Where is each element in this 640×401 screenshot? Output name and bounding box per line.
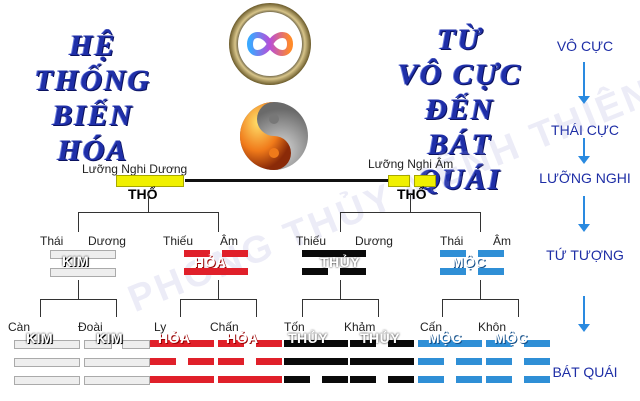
bat-quai-element-5: THỦY	[288, 330, 328, 346]
bat-quai-element-8: MỘC	[494, 330, 528, 346]
luong-nghi-am-label: Lưỡng Nghi Âm	[368, 157, 453, 171]
title-left: HỆ THỐNG BIẾN HÓA	[28, 28, 158, 168]
bat-quai-element-7: MỘC	[428, 330, 462, 346]
hexline	[486, 376, 512, 383]
hexline	[218, 358, 244, 365]
hexline	[256, 358, 282, 365]
title-left-line: THỐNG	[28, 63, 158, 98]
level-tu-tuong: TỨ TƯỢNG	[530, 247, 640, 263]
hexline	[188, 358, 214, 365]
hexline	[84, 376, 150, 385]
connector-line	[180, 299, 181, 317]
title-right-line: ĐẾN	[390, 92, 530, 127]
hexline	[84, 358, 150, 367]
hexline	[350, 376, 376, 383]
title-right-line: TỪ	[390, 22, 530, 57]
connector-line	[148, 193, 149, 213]
infinity-ring-icon	[228, 2, 312, 86]
connector-line	[480, 280, 481, 300]
connector-line	[340, 212, 480, 213]
title-left-line: BIẾN	[28, 98, 158, 133]
hexline	[14, 358, 80, 367]
hexline	[418, 376, 444, 383]
connector-line	[256, 299, 257, 317]
hexline	[456, 358, 482, 365]
connector-line	[40, 299, 116, 300]
title-left-line: HỆ	[28, 28, 158, 63]
hexline	[150, 376, 214, 383]
level-luong-nghi: LƯỠNG NGHI	[530, 170, 640, 186]
connector-line	[442, 299, 443, 317]
tu-tuong-element-4: MỘC	[452, 254, 486, 270]
level-vo-cuc: VÔ CỰC	[530, 38, 640, 54]
hexline	[524, 376, 550, 383]
hexline	[418, 358, 444, 365]
connector-line	[340, 280, 341, 300]
tu-tuong-label-1b: Dương	[88, 234, 126, 248]
hexline	[256, 340, 282, 347]
hexline	[122, 340, 150, 349]
bat-quai-element-4: HỎA	[226, 330, 259, 346]
hexline	[524, 358, 550, 365]
tu-tuong-label-2a: Thiếu	[163, 234, 193, 248]
tu-tuong-label-1a: Thái	[40, 234, 63, 248]
connector-line	[218, 212, 219, 232]
hexline	[14, 376, 80, 385]
connector-line	[410, 193, 411, 213]
connector-line	[116, 299, 117, 317]
connector-line	[78, 280, 79, 300]
hexline	[388, 376, 414, 383]
connector-line	[302, 299, 378, 300]
arrow-down-icon	[583, 196, 585, 226]
connector-line	[78, 212, 218, 213]
bat-quai-element-2: KIM	[96, 330, 123, 346]
tho-label-right: THỔ	[397, 186, 427, 202]
connector-line	[442, 299, 518, 300]
hexline	[486, 358, 512, 365]
hexline	[218, 376, 282, 383]
bat-quai-element-3: HỎA	[158, 330, 191, 346]
hexline	[322, 376, 348, 383]
connector-line	[218, 280, 219, 300]
tu-tuong-element-2: HỎA	[194, 254, 227, 270]
connector-line	[180, 299, 256, 300]
connector-line	[340, 212, 341, 232]
tu-tuong-label-2b: Âm	[220, 234, 238, 248]
connector-line	[78, 212, 79, 232]
tu-tuong-label-3b: Dương	[355, 234, 393, 248]
tu-tuong-label-4b: Âm	[493, 234, 511, 248]
hexline	[284, 358, 348, 365]
arrow-down-icon	[583, 296, 585, 326]
yin-yang-icon	[238, 100, 310, 172]
hexline	[150, 358, 176, 365]
hexline	[456, 376, 482, 383]
hexline	[284, 376, 310, 383]
title-right-line: VÔ CỰC	[390, 57, 530, 92]
connector-line	[302, 299, 303, 317]
tu-tuong-label-3a: Thiếu	[296, 234, 326, 248]
connector-line	[480, 212, 481, 232]
hexline	[50, 268, 116, 277]
tu-tuong-element-1: KIM	[62, 253, 89, 269]
arrow-down-icon	[583, 62, 585, 98]
tho-label-left: THỔ	[128, 186, 158, 202]
connector-line	[378, 299, 379, 317]
hexline	[350, 358, 414, 365]
connector-line	[185, 179, 388, 182]
connector-line	[40, 299, 41, 317]
watermark: PHONG THỦY MÊNH THIÊN	[122, 71, 640, 322]
connector-line	[518, 299, 519, 317]
bat-quai-element-1: KIM	[26, 330, 53, 346]
tu-tuong-label-4a: Thái	[440, 234, 463, 248]
luong-nghi-duong-label: Lưỡng Nghi Dương	[82, 162, 187, 176]
bat-quai-element-6: THỦY	[360, 330, 400, 346]
tu-tuong-element-3: THỦY	[320, 254, 360, 270]
